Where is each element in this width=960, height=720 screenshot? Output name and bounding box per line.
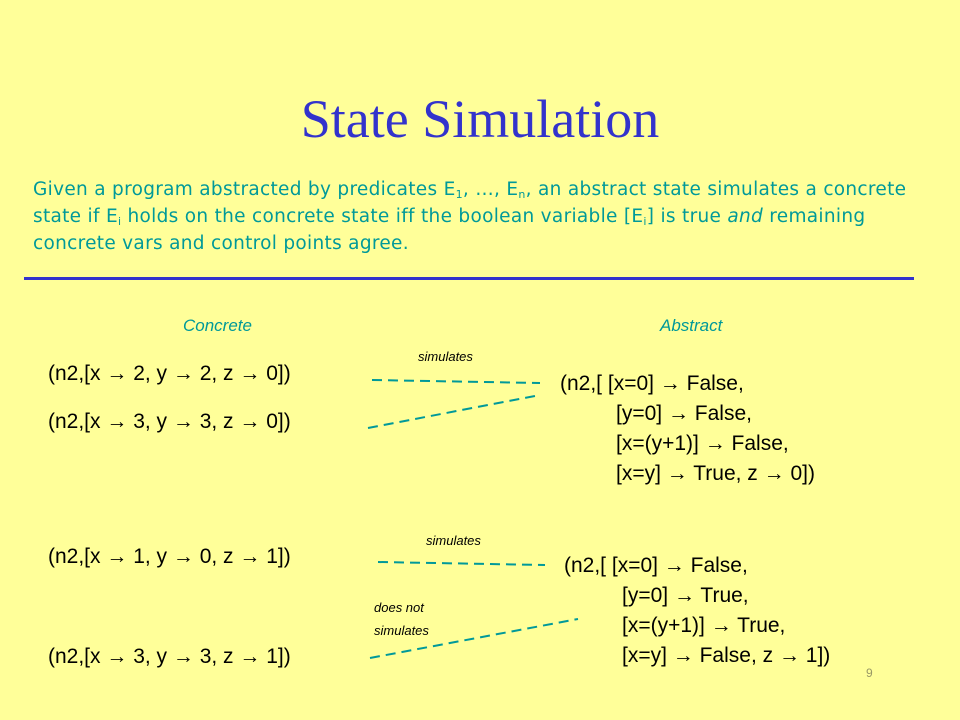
connector-line-1a — [371, 379, 541, 384]
page-number: 9 — [866, 666, 873, 680]
slide-title: State Simulation — [300, 89, 660, 149]
intro-part-1: Given a program abstracted by predicates… — [33, 179, 456, 200]
example2-abstract-state: (n2,[ [x=0] → False, [y=0] → True, [x=(y… — [564, 551, 830, 671]
example2-abstract-line-2: [y=0] → True, — [622, 584, 749, 607]
intro-part-4: holds on the concrete state iff the bool… — [121, 206, 644, 227]
intro-part-3: , an abstract state simulates a concrete… — [33, 179, 907, 227]
intro-part-5: ] is true — [646, 206, 728, 227]
intro-part-6: remaining concrete vars and control poin… — [33, 206, 866, 254]
example2-abstract-line-4: [x=y] → False, z → 1]) — [622, 644, 831, 667]
example2-concrete-a: (n2,[x → 1, y → 0, z → 1]) — [48, 545, 291, 568]
example2-abstract-line-1: (n2,[ [x=0] → False, — [564, 554, 748, 577]
connector-line-1b — [367, 394, 541, 429]
example1-simulates-label: simulates — [418, 349, 473, 364]
abstract-column-heading: Abstract — [660, 316, 723, 335]
intro-sub-i: i — [117, 215, 122, 228]
intro-italic-and: and — [727, 206, 764, 227]
intro-part-2: , …, E — [462, 179, 519, 200]
example1-abstract-line-1: (n2,[ [x=0] → False, — [560, 372, 744, 395]
example2-simulates-label: simulates — [426, 533, 481, 548]
intro-sub-i-2: i — [643, 215, 647, 228]
intro-text: Given a program abstracted by predicates… — [33, 176, 933, 257]
intro-sub-n: n — [518, 188, 526, 201]
divider-rule — [24, 277, 914, 280]
example1-abstract-line-4: [x=y] → True, z → 0]) — [616, 462, 815, 485]
intro-sub-1: 1 — [455, 188, 463, 201]
example1-concrete-b: (n2,[x → 3, y → 3, z → 0]) — [48, 410, 291, 433]
example2-abstract-line-3: [x=(y+1)] → True, — [622, 614, 786, 637]
connector-line-2b — [369, 618, 579, 659]
example2-does-not-simulates-label: simulates — [374, 623, 429, 638]
connector-line-2a — [377, 561, 546, 566]
example1-abstract-state: (n2,[ [x=0] → False, [y=0] → False, [x=(… — [560, 369, 815, 489]
example1-concrete-a: (n2,[x → 2, y → 2, z → 0]) — [48, 362, 291, 385]
example2-concrete-b: (n2,[x → 3, y → 3, z → 1]) — [48, 645, 291, 668]
concrete-column-heading: Concrete — [183, 316, 252, 335]
example1-abstract-line-2: [y=0] → False, — [616, 402, 752, 425]
example2-does-not-label: does not — [374, 600, 424, 615]
example1-abstract-line-3: [x=(y+1)] → False, — [616, 432, 789, 455]
